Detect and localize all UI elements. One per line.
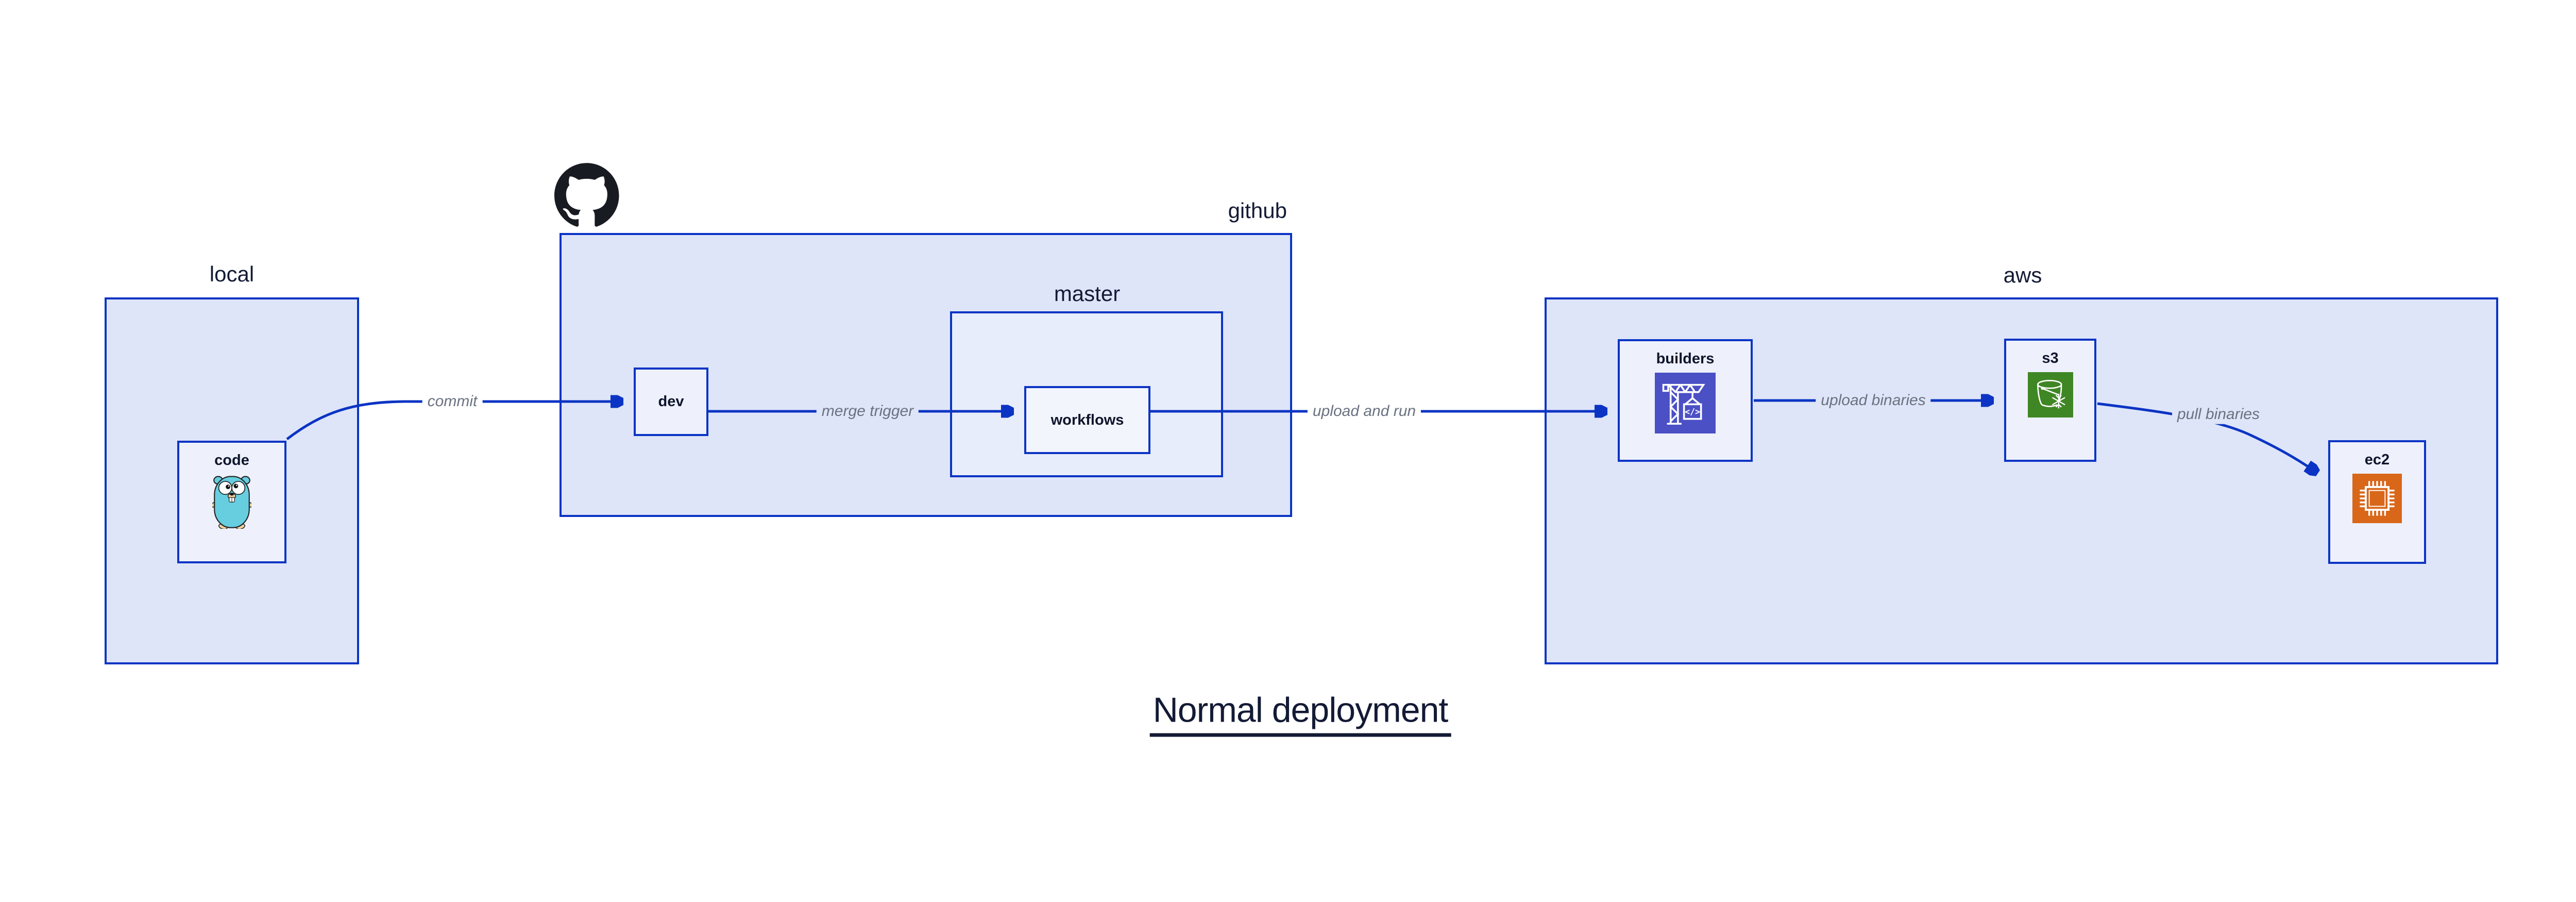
go-gopher-icon — [212, 476, 251, 529]
node-builders-label: builders — [1656, 350, 1715, 367]
svg-text:</>: </> — [1685, 407, 1700, 416]
aws-group-label: aws — [2003, 263, 2042, 287]
node-s3: s3 — [2004, 339, 2096, 462]
node-builders: builders </> — [1618, 339, 1753, 462]
node-workflows-label: workflows — [1050, 411, 1124, 428]
node-ec2: ec2 — [2328, 440, 2426, 564]
ec2-chip-icon — [2352, 474, 2402, 523]
diagram-title: Normal deployment — [1149, 690, 1451, 737]
s3-glacier-bucket-icon — [2027, 372, 2073, 417]
edge-label-commit: commit — [422, 392, 483, 411]
edge-label-pull-binaries: pull binaries — [2172, 405, 2265, 424]
codebuild-crane-icon: </> — [1655, 373, 1716, 433]
local-group-label: local — [209, 262, 255, 286]
node-s3-label: s3 — [2042, 350, 2059, 366]
master-group-label: master — [1054, 281, 1121, 306]
node-code: code — [177, 441, 286, 563]
edge-label-merge-trigger: merge trigger — [816, 402, 919, 421]
github-group-label: github — [1228, 198, 1287, 223]
node-code-label: code — [214, 452, 249, 469]
node-dev: dev — [634, 368, 708, 436]
node-ec2-label: ec2 — [2364, 452, 2390, 468]
github-octocat-icon — [554, 163, 619, 227]
edge-label-upload-binaries: upload binaries — [1816, 391, 1931, 410]
node-workflows: workflows — [1024, 386, 1150, 454]
node-dev-label: dev — [658, 393, 684, 410]
edge-label-upload-and-run: upload and run — [1307, 402, 1421, 421]
